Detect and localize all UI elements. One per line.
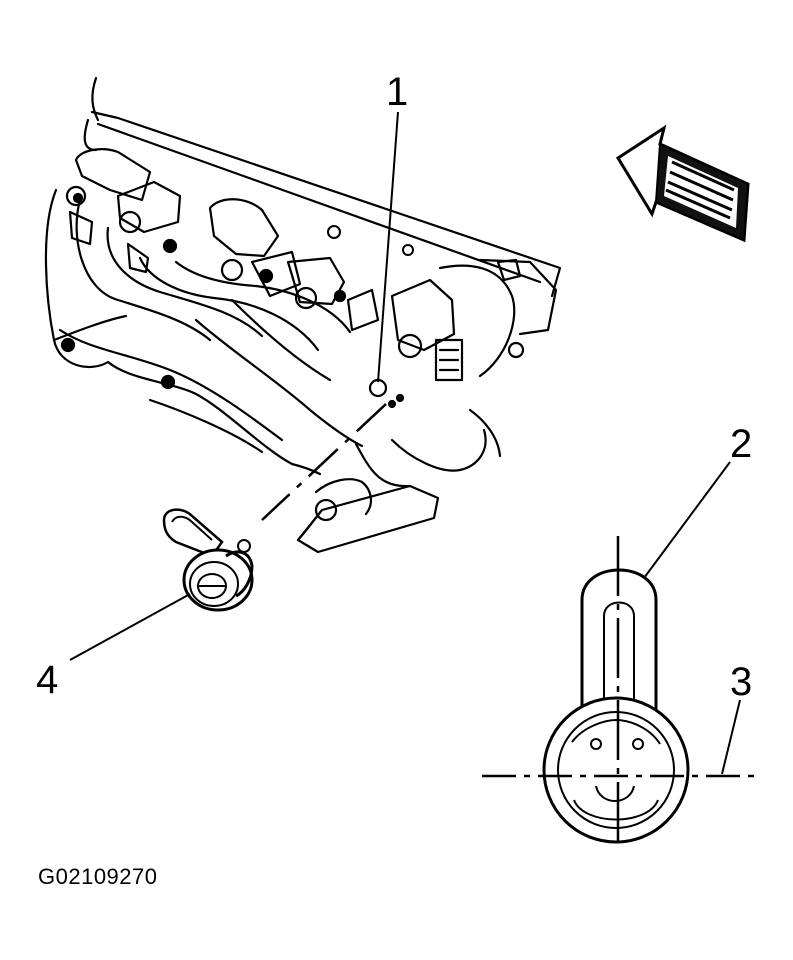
injector-5: [390, 278, 464, 382]
callout-4: 4: [36, 658, 59, 702]
leader-4: [69, 593, 191, 661]
injector-3: [208, 198, 302, 298]
sensor: [162, 508, 254, 612]
leader-3: [721, 699, 741, 775]
sensor-alignment-detail: [482, 536, 756, 848]
injector-1: [65, 148, 152, 246]
injector-4: [286, 256, 380, 332]
leader-2: [643, 461, 731, 579]
installation-dash-line: [261, 403, 387, 521]
callout-1: 1: [386, 70, 409, 114]
injector-2: [116, 180, 182, 274]
leader-lines: [69, 111, 741, 775]
intake-manifold: [44, 76, 562, 554]
leader-1: [377, 111, 399, 383]
front-direction-arrow-icon: [615, 124, 750, 243]
callout-2: 2: [730, 422, 753, 466]
callout-3: 3: [730, 660, 753, 704]
figure-id: G02109270: [38, 864, 158, 889]
